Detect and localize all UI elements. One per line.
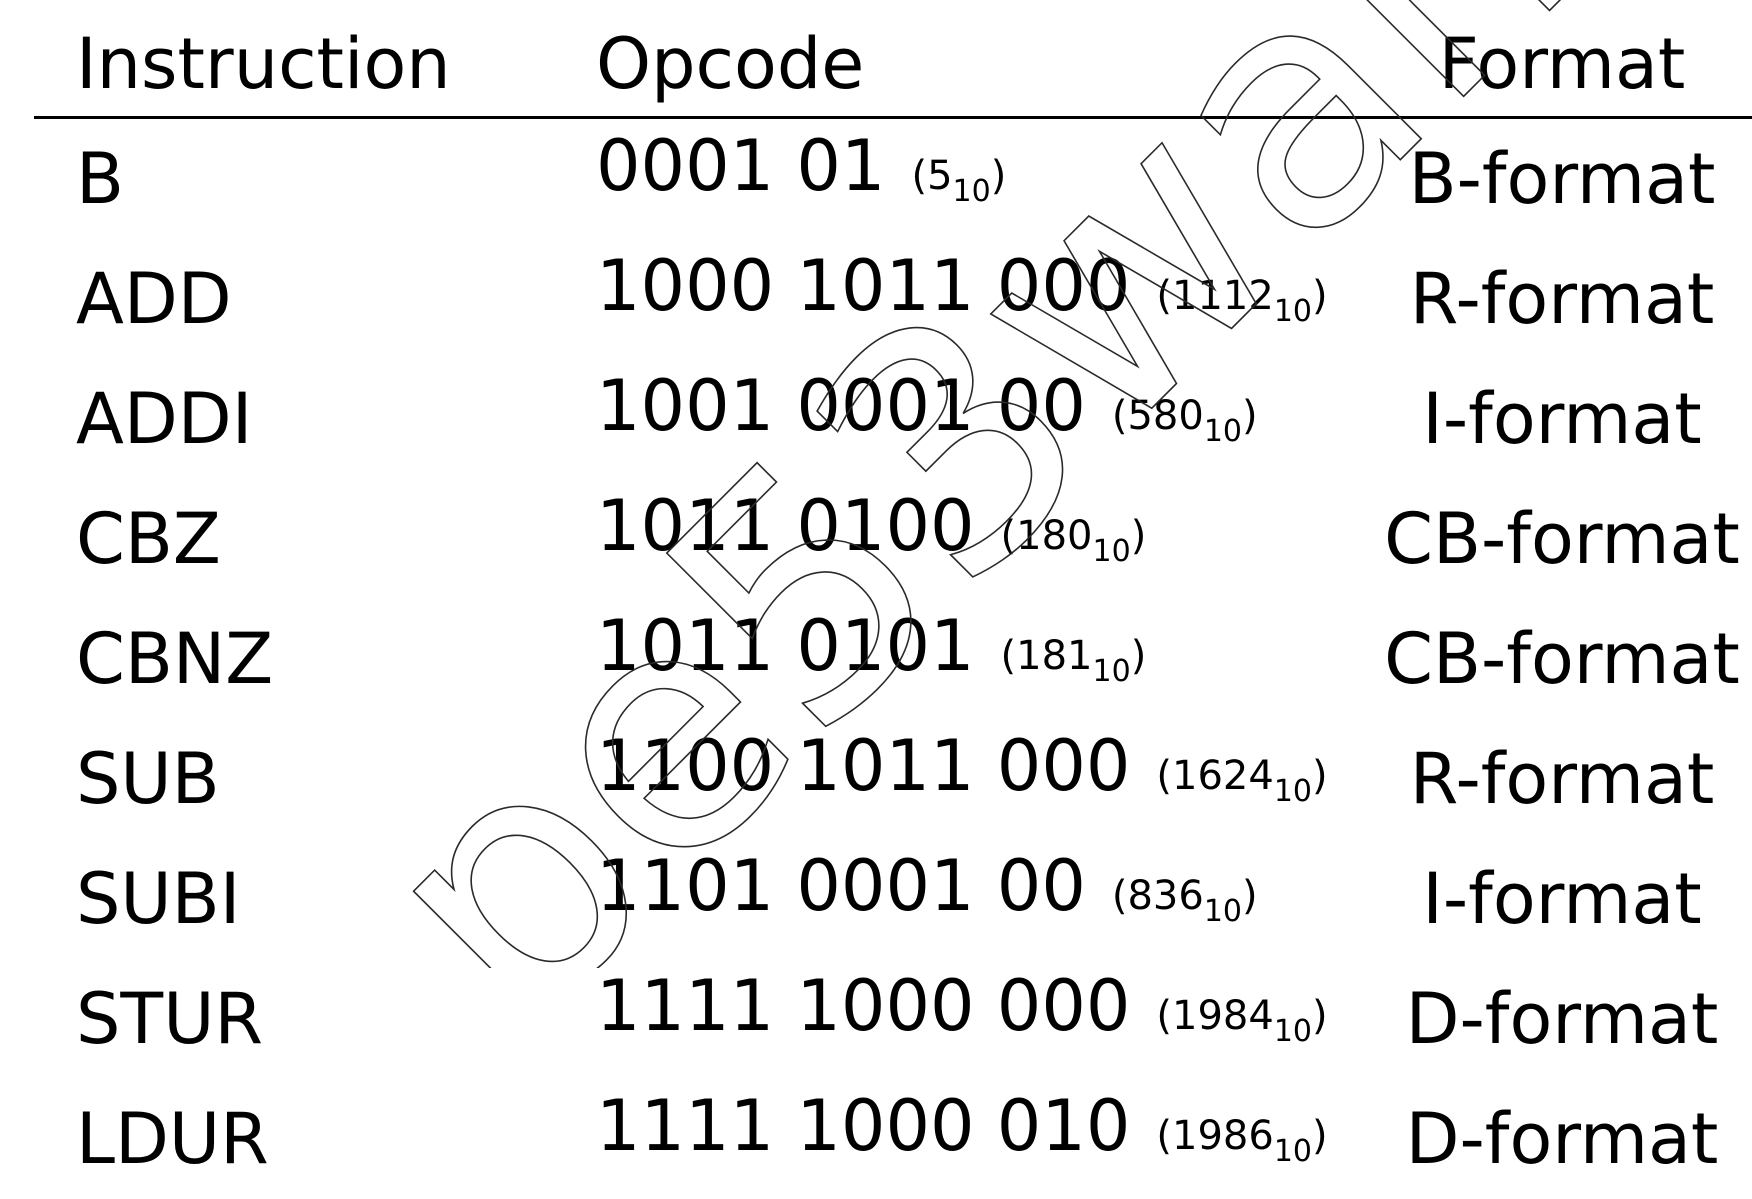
decimal-base: 10 (1274, 774, 1312, 809)
table-row: B 0001 01 (510) B-format (34, 118, 1752, 240)
instruction-cell: ADDI (34, 359, 596, 479)
decimal-value: 1984 (1172, 993, 1274, 1039)
format-cell: CB-format (1356, 599, 1752, 719)
instruction-cell: ADD (34, 239, 596, 359)
opcode-binary: 1100 1011 000 (596, 725, 1130, 807)
decimal-base: 10 (1274, 1134, 1312, 1169)
decimal-value: 1624 (1172, 753, 1274, 799)
format-cell: R-format (1356, 239, 1752, 359)
opcode-decimal: (18010) (1001, 513, 1147, 559)
instruction-cell: SUBI (34, 839, 596, 959)
opcode-cell: 1100 1011 000 (162410) (596, 719, 1356, 839)
decimal-base: 10 (1093, 654, 1131, 689)
instruction-cell: SUB (34, 719, 596, 839)
instruction-cell: CBNZ (34, 599, 596, 719)
opcode-cell: 1111 1000 010 (198610) (596, 1079, 1356, 1199)
table-row: ADDI 1001 0001 00 (58010) I-format (34, 359, 1752, 479)
opcode-cell: 0001 01 (510) (596, 118, 1356, 240)
decimal-value: 5 (927, 153, 952, 199)
opcode-decimal: (18110) (1001, 633, 1147, 679)
format-cell: I-format (1356, 359, 1752, 479)
instruction-cell: CBZ (34, 479, 596, 599)
opcode-decimal: (83610) (1112, 873, 1258, 919)
format-cell: D-format (1356, 959, 1752, 1079)
opcode-decimal: (162410) (1156, 753, 1327, 799)
decimal-value: 836 (1127, 873, 1203, 919)
table-row: CBZ 1011 0100 (18010) CB-format (34, 479, 1752, 599)
opcode-binary: 1101 0001 00 (596, 845, 1086, 927)
opcode-cell: 1101 0001 00 (83610) (596, 839, 1356, 959)
opcode-decimal: (198410) (1156, 993, 1327, 1039)
table-row: LDUR 1111 1000 010 (198610) D-format (34, 1079, 1752, 1199)
opcode-cell: 1011 0101 (18110) (596, 599, 1356, 719)
decimal-base: 10 (1274, 294, 1312, 329)
opcode-decimal: (198610) (1156, 1113, 1327, 1159)
opcode-decimal: (111210) (1156, 273, 1327, 319)
decimal-base: 10 (1274, 1014, 1312, 1049)
table-row: SUB 1100 1011 000 (162410) R-format (34, 719, 1752, 839)
opcode-cell: 1011 0100 (18010) (596, 479, 1356, 599)
table-row: ADD 1000 1011 000 (111210) R-format (34, 239, 1752, 359)
decimal-value: 580 (1127, 393, 1203, 439)
opcode-binary: 1011 0101 (596, 605, 975, 687)
decimal-base: 10 (953, 174, 991, 209)
table-header: Instruction Opcode Format (34, 0, 1752, 118)
decimal-base: 10 (1204, 414, 1242, 449)
opcode-cell: 1000 1011 000 (111210) (596, 239, 1356, 359)
table-row: CBNZ 1011 0101 (18110) CB-format (34, 599, 1752, 719)
opcode-decimal: (510) (911, 153, 1006, 199)
format-cell: B-format (1356, 118, 1752, 240)
format-cell: CB-format (1356, 479, 1752, 599)
opcode-cell: 1111 1000 000 (198410) (596, 959, 1356, 1079)
format-cell: I-format (1356, 839, 1752, 959)
instruction-cell: LDUR (34, 1079, 596, 1199)
instruction-cell: B (34, 118, 596, 240)
table-body: B 0001 01 (510) B-format ADD 1000 1011 00… (34, 118, 1752, 1199)
table-row: STUR 1111 1000 000 (198410) D-format (34, 959, 1752, 1079)
instruction-cell: STUR (34, 959, 596, 1079)
opcode-cell: 1001 0001 00 (58010) (596, 359, 1356, 479)
opcode-binary: 1000 1011 000 (596, 245, 1130, 327)
opcode-binary: 0001 01 (596, 125, 885, 207)
opcode-decimal: (58010) (1112, 393, 1258, 439)
header-row: Instruction Opcode Format (34, 0, 1752, 118)
opcode-table: Instruction Opcode Format B 0001 01 (510)… (34, 0, 1752, 1199)
format-cell: R-format (1356, 719, 1752, 839)
opcode-binary: 1111 1000 010 (596, 1085, 1130, 1167)
header-instruction: Instruction (34, 0, 596, 118)
decimal-value: 1986 (1172, 1113, 1274, 1159)
decimal-value: 1112 (1172, 273, 1274, 319)
format-cell: D-format (1356, 1079, 1752, 1199)
opcode-binary: 1111 1000 000 (596, 965, 1130, 1047)
decimal-value: 180 (1016, 513, 1092, 559)
header-format: Format (1356, 0, 1752, 118)
decimal-base: 10 (1093, 534, 1131, 569)
header-opcode: Opcode (596, 0, 1356, 118)
opcode-binary: 1011 0100 (596, 485, 975, 567)
decimal-value: 181 (1016, 633, 1092, 679)
opcode-binary: 1001 0001 00 (596, 365, 1086, 447)
decimal-base: 10 (1204, 894, 1242, 929)
table-row: SUBI 1101 0001 00 (83610) I-format (34, 839, 1752, 959)
